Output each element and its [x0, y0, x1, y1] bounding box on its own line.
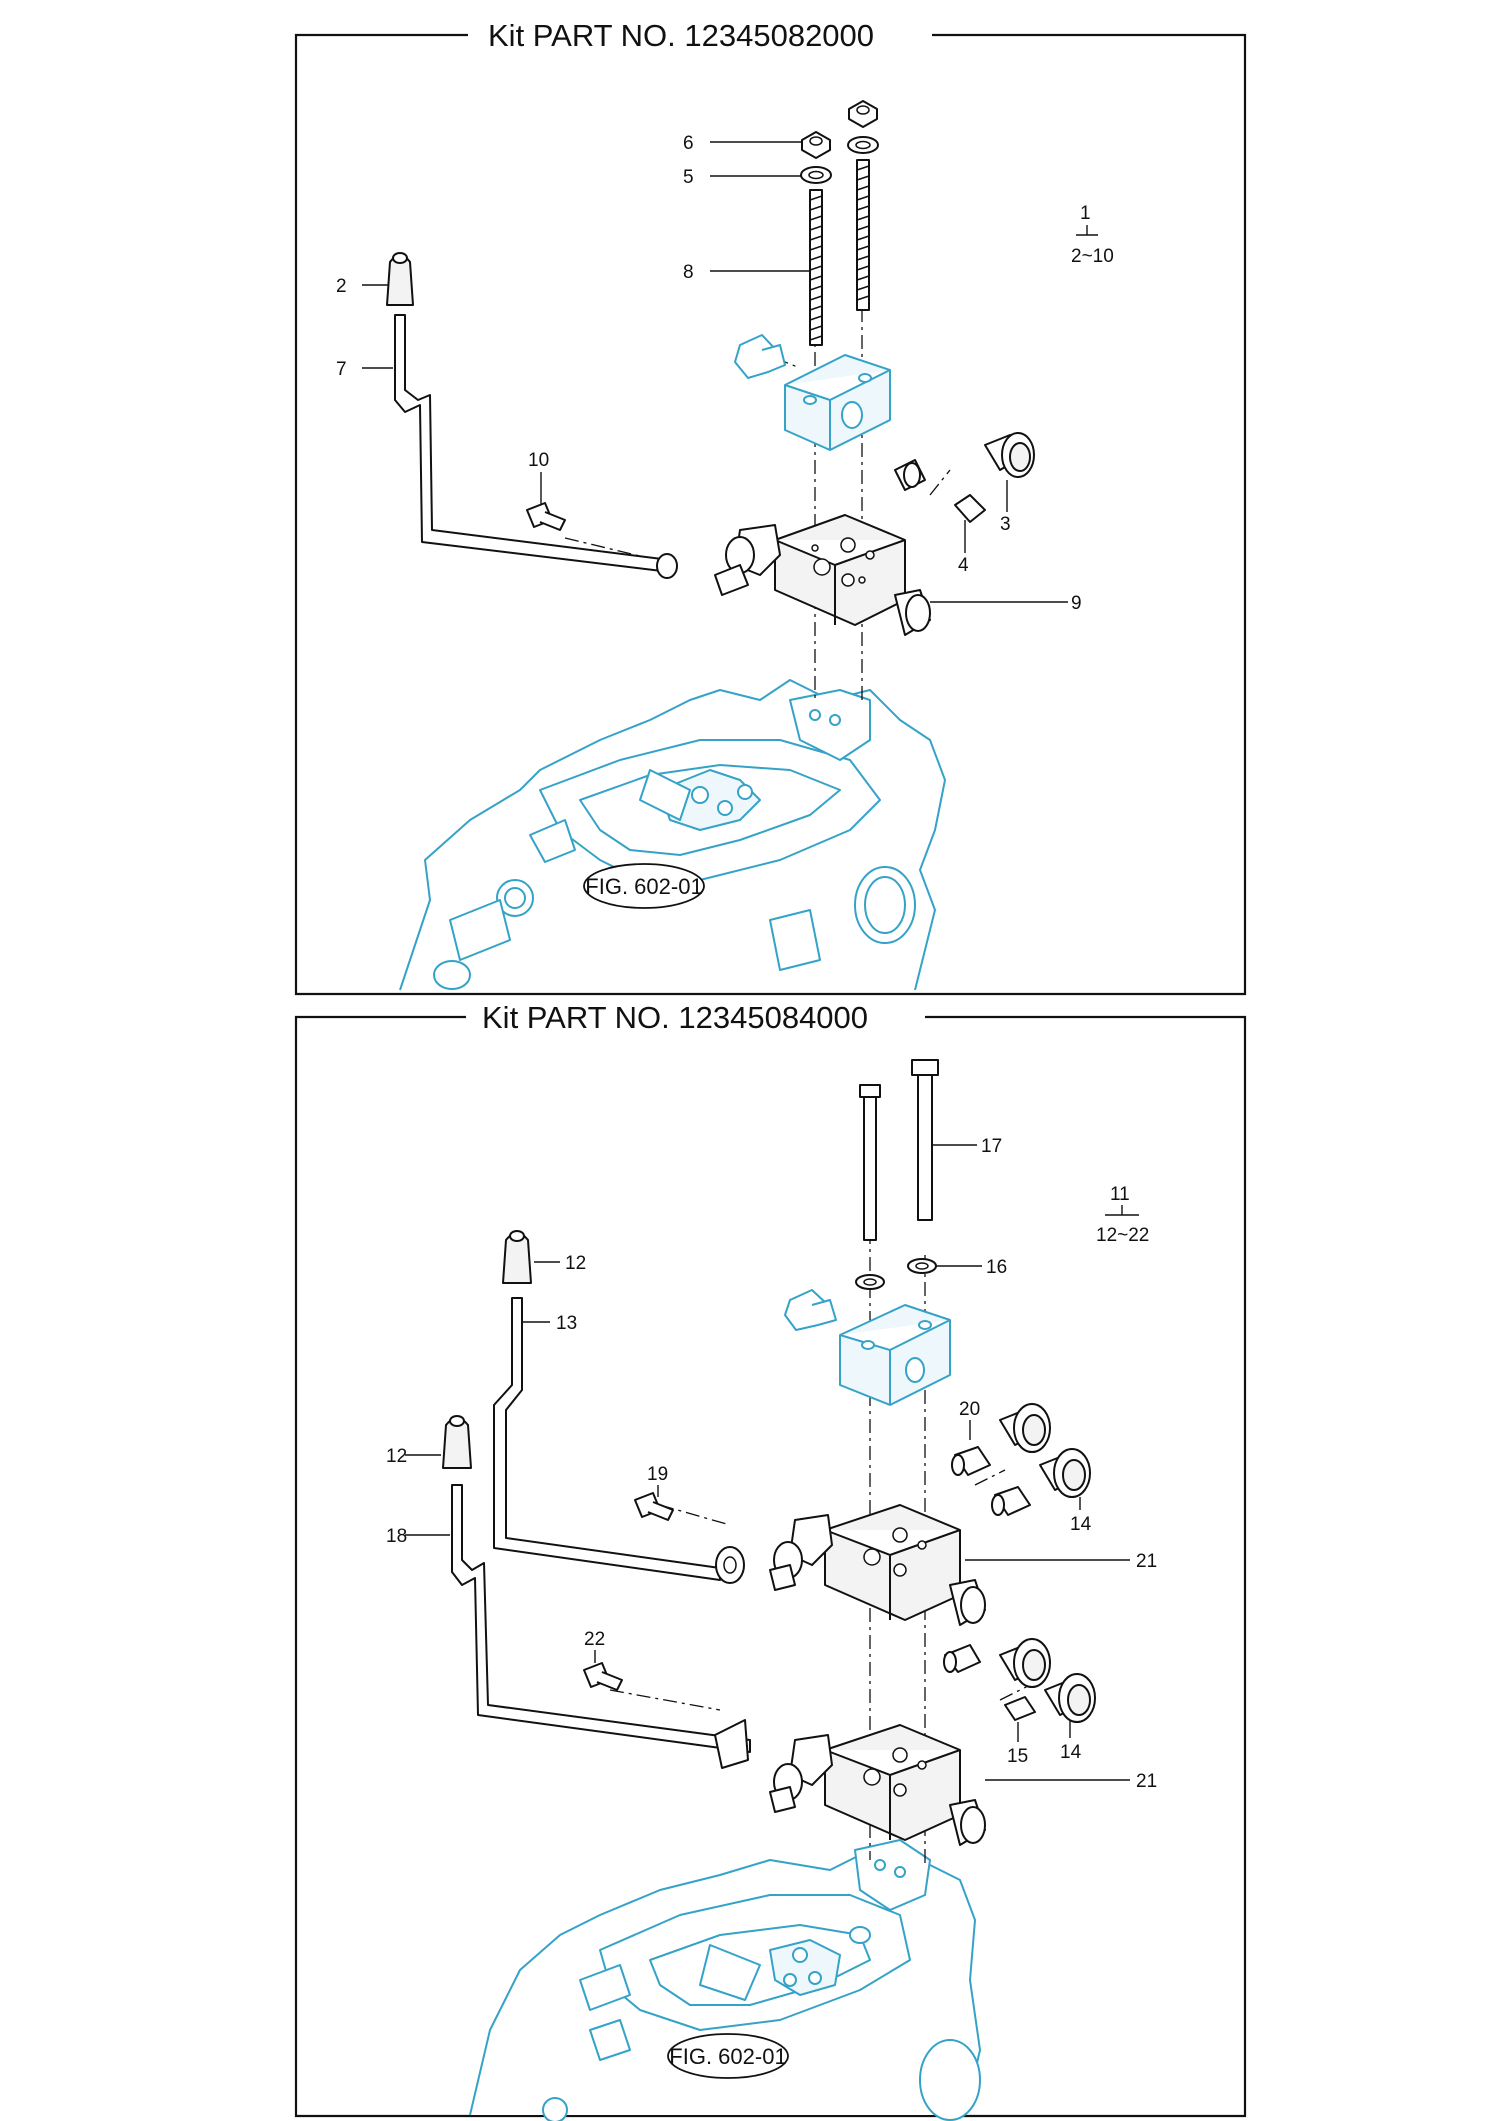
centerline-lever-bolt-2b — [609, 1689, 721, 1711]
bolt-icon — [526, 502, 566, 531]
centerline-relief-2b — [999, 1684, 1031, 1701]
panel-1-frame — [294, 33, 1247, 996]
spacer-block-1 — [734, 334, 891, 451]
group-parent-2: 11 — [1110, 1184, 1130, 1205]
group-bracket-1 — [1076, 225, 1098, 236]
reference-1: FIG. 602-01 — [585, 874, 702, 899]
callout-14b: 14 — [1060, 1742, 1082, 1763]
control-lever-2a — [493, 1297, 745, 1584]
reference-oval-2 — [667, 2033, 789, 2079]
fitting-icon — [943, 1403, 1096, 1723]
callout-6: 6 — [683, 133, 694, 154]
control-valve-icon — [769, 1724, 986, 1846]
kit-2-title: Kit PART NO. 12345084000 — [482, 1000, 868, 1035]
stud-bolt-icon — [809, 159, 870, 346]
centerline-lever-bolt-2a — [659, 1504, 731, 1526]
washer-icon — [855, 1258, 937, 1290]
callout-19: 19 — [647, 1464, 668, 1485]
callout-7: 7 — [336, 359, 347, 380]
mounting-housing-1 — [399, 679, 946, 991]
callout-21b: 21 — [1136, 1771, 1157, 1792]
callout-2: 2 — [336, 276, 347, 297]
control-lever-2b — [451, 1484, 751, 1769]
callout-3: 3 — [1000, 514, 1011, 535]
callout-4: 4 — [958, 555, 969, 576]
group-parent-1: 1 — [1080, 203, 1091, 224]
callout-15: 15 — [1007, 1746, 1028, 1767]
lever-knob-icon — [386, 252, 414, 306]
centerline-relief-2a — [974, 1469, 1006, 1486]
bolt-icon — [583, 1492, 674, 1691]
washer-icon — [800, 136, 879, 184]
control-valve-icon — [714, 514, 931, 636]
reference-oval-1 — [583, 863, 705, 909]
group-range-2: 12~22 — [1096, 1225, 1149, 1246]
callout-9: 9 — [1071, 593, 1082, 614]
centerline-relief-1 — [929, 469, 951, 496]
control-lever-1 — [394, 314, 678, 579]
callout-8: 8 — [683, 262, 694, 283]
callout-14a: 14 — [1070, 1514, 1092, 1535]
stud-bolt-icon — [859, 1059, 939, 1241]
kit-1-title: Kit PART NO. 12345082000 — [488, 18, 874, 53]
group-range-1: 2~10 — [1071, 246, 1114, 267]
callout-17: 17 — [981, 1136, 1002, 1157]
kit-panel-1: Kit PART NO. 12345082000 — [294, 18, 1247, 996]
spacer-block-2 — [784, 1289, 951, 1406]
panel-2-frame — [294, 1015, 1247, 2118]
callout-13: 13 — [556, 1313, 577, 1334]
callout-5: 5 — [683, 167, 694, 188]
callout-22: 22 — [584, 1629, 605, 1650]
mounting-housing-2 — [469, 1839, 981, 2121]
callout-12b: 12 — [386, 1446, 407, 1467]
callout-20: 20 — [959, 1399, 980, 1420]
lever-knob-icon — [442, 1230, 532, 1469]
callout-16: 16 — [986, 1257, 1007, 1278]
group-bracket-2 — [1105, 1205, 1139, 1216]
hex-nut-icon — [801, 100, 878, 159]
fitting-icon — [894, 432, 1035, 523]
callout-12a: 12 — [565, 1253, 586, 1274]
control-valve-icon — [769, 1504, 986, 1626]
callout-21a: 21 — [1136, 1551, 1157, 1572]
callout-18: 18 — [386, 1526, 407, 1547]
reference-2: FIG. 602-01 — [669, 2044, 786, 2069]
callout-10: 10 — [528, 450, 549, 471]
kit-panel-2: Kit PART NO. 12345084000 — [294, 1000, 1247, 2121]
